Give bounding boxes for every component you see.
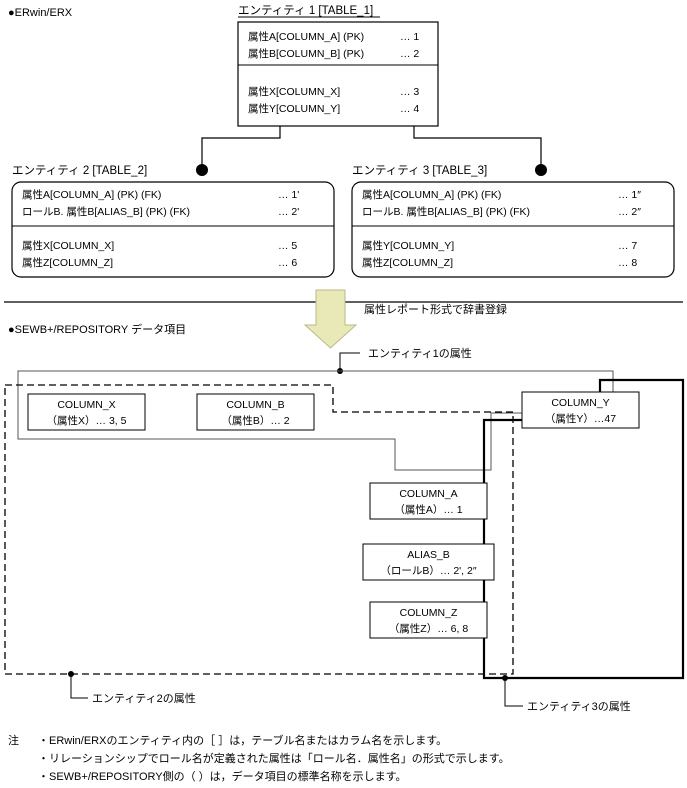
notes-marker: 注 [8,733,19,747]
transform-label: 属性レポート形式で辞書登録 [364,302,507,316]
entity2-group-leader-dot [68,671,74,677]
relationship-line-entity3 [413,126,542,168]
entity2-attr-0-ref: … 5 [278,240,297,252]
entity1-group-leader [339,352,360,371]
entity3-group-leader [504,678,523,707]
entity3-group-outline [482,378,685,680]
entity2-attr-1-ref: … 6 [278,257,297,269]
entity3-key-attr-0-name: 属性A[COLUMN_A] (PK) (FK) [362,188,501,201]
entity1-key-attr-1-name: 属性B[COLUMN_B] (PK) [248,47,364,60]
entity1-box [237,21,439,127]
entity2-key-attr-1-name: ロールB. 属性B[ALIAS_B] (PK) (FK) [22,205,190,218]
data-item-column-z-box [369,601,488,639]
data-item-column-z-detail: （属性Z）… 6, 8 [389,622,469,635]
entity1-key-attr-1-ref: … 2 [400,48,419,60]
entity1-attr-1-ref: … 4 [400,103,419,115]
entity1-attr-0-ref: … 3 [400,86,419,98]
entity2-key-attr-0-name: 属性A[COLUMN_A] (PK) (FK) [22,188,161,201]
relationship-line-entity2 [201,126,281,168]
entity3-attr-1-ref: … 8 [618,257,637,269]
entity2-key-attr-0-ref: … 1' [278,189,299,201]
data-item-column-b-box [196,393,315,431]
relationship-dot-entity3 [535,164,547,176]
entity3-attr-1-name: 属性Z[COLUMN_Z] [362,256,453,269]
entity3-group-label: エンティティ3の属性 [527,699,631,713]
notes-line-2: ・SEWB+/REPOSITORY側の（ ）は，データ項目の標準名称を示します。 [38,769,407,783]
entity3-key-attr-0-ref: … 1″ [618,189,641,201]
entity3-attr-0-ref: … 7 [618,240,637,252]
data-item-column-z-name: COLUMN_Z [400,607,458,619]
data-item-column-a-name: COLUMN_A [399,488,457,500]
entity3-group-leader-dot [502,675,508,681]
entity1-key-attr-0-ref: … 1 [400,31,419,43]
entity1-title: エンティティ 1 [TABLE_1] [238,5,373,17]
entity3-attr-0-name: 属性Y[COLUMN_Y] [362,239,454,252]
entity3-title: エンティティ 3 [TABLE_3] [352,165,487,177]
entity2-group-outline [4,384,514,675]
data-item-alias-b-name: ALIAS_B [407,549,450,561]
entity1-group-label: エンティティ1の属性 [368,346,472,360]
entity2-group-leader [70,674,88,699]
entity2-group-label: エンティティ2の属性 [92,691,196,705]
entity2-attr-0-name: 属性X[COLUMN_X] [22,239,114,252]
data-item-column-x-box [27,393,146,431]
entity3-box [351,181,675,278]
sewb-section-label: ●SEWB+/REPOSITORY データ項目 [8,322,186,336]
entity1-group-outline [17,370,614,471]
entity1-attr-0-name: 属性X[COLUMN_X] [248,85,340,98]
data-item-column-y-box [521,391,640,429]
notes-line-0: ・ERwin/ERXのエンティティ内の［ ］は，テーブル名またはカラム名を示しま… [38,733,447,747]
data-item-column-b-name: COLUMN_B [226,399,284,411]
entity1-attr-1-name: 属性Y[COLUMN_Y] [248,102,340,115]
entity3-key-attr-1-name: ロールB. 属性B[ALIAS_B] (PK) (FK) [362,205,530,218]
data-item-alias-b-box [362,543,495,581]
entity1-key-attr-0-name: 属性A[COLUMN_A] (PK) [248,30,364,43]
entity2-attr-1-name: 属性Z[COLUMN_Z] [22,256,113,269]
data-item-column-y-name: COLUMN_Y [551,397,609,409]
data-item-column-y-detail: （属性Y）…47 [545,412,616,425]
entity2-box [11,181,335,278]
relationship-dot-entity2 [196,164,208,176]
erwin-section-label: ●ERwin/ERX [8,7,73,19]
data-item-column-a-box [369,482,488,520]
entity2-title: エンティティ 2 [TABLE_2] [12,165,147,177]
data-item-alias-b-detail: （ロールB）… 2', 2″ [380,565,476,577]
data-item-column-b-detail: （属性B）… 2 [221,414,289,427]
entity3-key-attr-1-ref: … 2″ [618,206,641,218]
data-item-column-x-name: COLUMN_X [57,399,115,411]
transform-arrow-icon [303,289,358,349]
data-item-column-x-detail: （属性X）… 3, 5 [47,414,127,427]
data-item-column-a-detail: （属性A）… 1 [394,503,462,516]
notes-line-1: ・リレーションシップでロール名が定義された属性は「ロール名．属性名」の形式で示し… [38,751,510,765]
entity2-key-attr-1-ref: … 2' [278,206,299,218]
